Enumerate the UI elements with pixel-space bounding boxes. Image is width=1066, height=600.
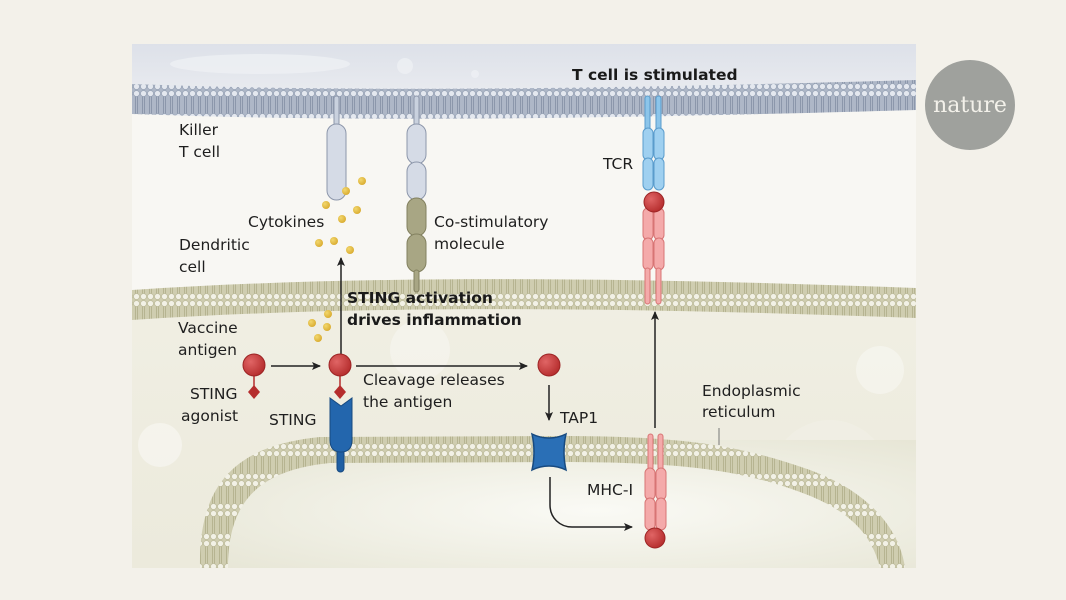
label-cleavage-line2: the antigen <box>363 393 452 411</box>
nature-logo: nature <box>925 60 1015 150</box>
cytokines <box>308 177 366 342</box>
highlight <box>471 70 479 78</box>
label-sting-agonist-line1: STING <box>190 385 237 403</box>
title-t-cell-stimulated: T cell is stimulated <box>572 66 738 84</box>
label-cleavage-line1: Cleavage releases <box>363 371 505 389</box>
tcr-complex <box>642 95 665 191</box>
label-dendritic-line2: cell <box>179 258 206 276</box>
mhc-complex-er <box>644 433 667 549</box>
t-cell-interior <box>132 44 916 91</box>
loaded-antigen <box>644 527 666 549</box>
vesicle <box>856 346 904 394</box>
dendritic-cell-membrane <box>132 279 916 320</box>
presented-antigen <box>643 191 665 213</box>
mhc-complex-surface <box>642 207 665 305</box>
label-vaccine-antigen-line2: antigen <box>178 341 237 359</box>
cytokine-receptor <box>326 95 347 201</box>
label-costim-line1: Co-stimulatory <box>434 213 548 231</box>
arrow-to-mhc <box>549 477 633 531</box>
er-membrane <box>199 436 905 568</box>
t-cell-membrane <box>132 80 916 119</box>
nature-logo-text: nature <box>933 93 1007 118</box>
label-vaccine-antigen-line1: Vaccine <box>178 319 238 337</box>
sting-protein <box>328 353 353 473</box>
vaccine-antigen <box>242 353 266 399</box>
highlight <box>170 54 350 74</box>
costimulatory-molecule <box>406 95 427 293</box>
label-costim-line2: molecule <box>434 235 505 253</box>
label-dendritic-line1: Dendritic <box>179 236 250 254</box>
label-mhc1: MHC-I <box>587 481 633 499</box>
synapse-space <box>132 110 916 294</box>
vesicle <box>390 320 450 380</box>
label-er-line1: Endoplasmic <box>702 382 801 400</box>
label-er-line2: reticulum <box>702 403 776 421</box>
tap1-transporter <box>530 432 568 472</box>
label-sting-activation-line1: STING activation <box>347 289 493 307</box>
highlight <box>397 58 413 74</box>
label-sting-agonist-line2: agonist <box>181 407 238 425</box>
label-sting: STING <box>269 411 316 429</box>
label-tcr: TCR <box>602 155 633 173</box>
label-tap1: TAP1 <box>559 409 598 427</box>
vesicle <box>138 423 182 467</box>
label-sting-activation-line2: drives inflammation <box>347 311 522 329</box>
label-cytokines: Cytokines <box>248 213 324 231</box>
sting-agonist-icon <box>248 385 260 399</box>
label-killer-t-cell-line1: Killer <box>179 121 219 139</box>
released-antigen <box>537 353 561 377</box>
label-killer-t-cell-line2: T cell <box>178 143 220 161</box>
figure-panel <box>132 44 916 568</box>
